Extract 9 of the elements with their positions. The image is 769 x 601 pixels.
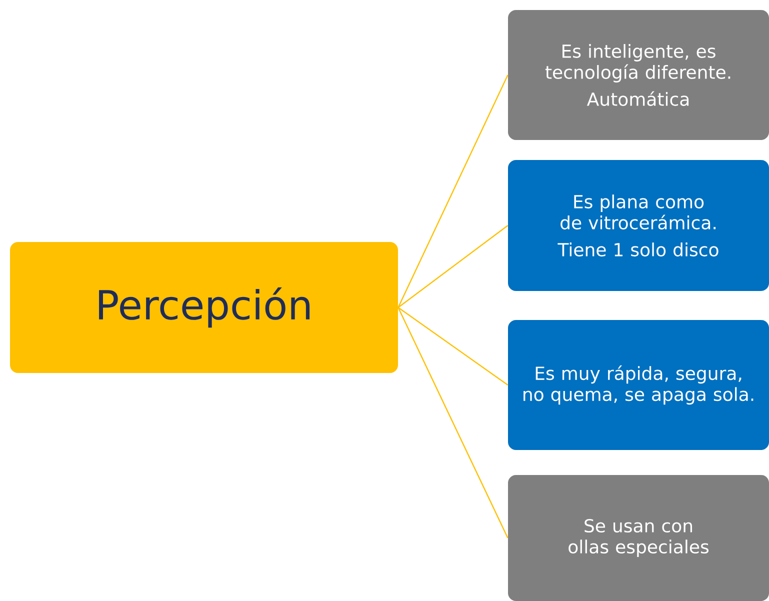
connector-line [398,225,508,308]
idea-box: Es plana como de vitrocerámica. Tiene 1 solo disco [508,160,769,291]
connector-line [398,307,508,538]
connector-line [398,74,508,308]
connector-line [398,307,508,386]
idea-box: Es inteligente, es tecnología diferente. Automática [508,10,769,140]
idea-box: Se usan con ollas especiales [508,475,769,601]
topic-box: Percepción [10,242,398,373]
idea-box: Es muy rápida, segura, no quema, se apaga sola. [508,320,769,450]
